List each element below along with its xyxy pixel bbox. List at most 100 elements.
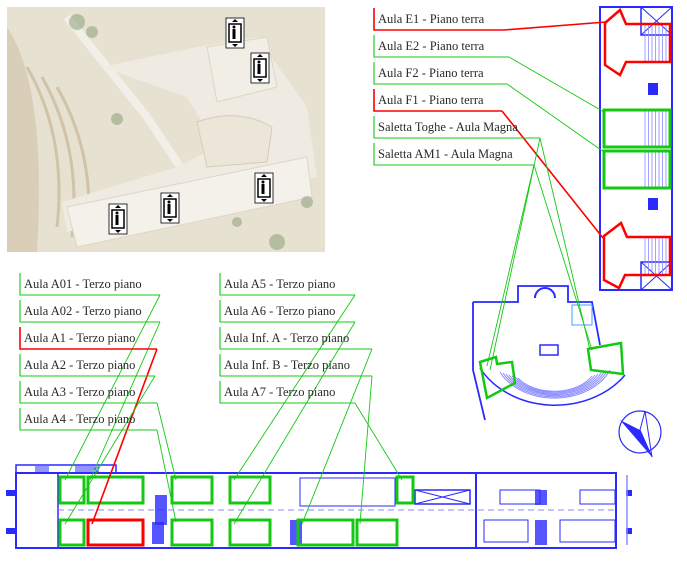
label-underline-aula-inf-a	[219, 327, 372, 350]
label-underline-aula-a7	[219, 381, 355, 404]
label-aula-a2[interactable]: Aula A2 - Terzo piano	[24, 358, 136, 372]
leader-line-aula-e2	[508, 56, 605, 113]
entrance-east	[626, 528, 632, 534]
service-cross	[414, 489, 471, 505]
label-saletta-am1[interactable]: Saletta AM1 - Aula Magna	[378, 147, 513, 161]
leader-line-aula-a3	[156, 402, 177, 481]
room-outline	[483, 519, 529, 543]
arrow-down-icon	[257, 79, 263, 82]
label-aula-e1[interactable]: Aula E1 - Piano terra	[378, 12, 485, 26]
service-room	[571, 304, 593, 326]
seating-arc	[511, 373, 599, 394]
person-head	[232, 25, 236, 29]
label-aula-a7[interactable]: Aula A7 - Terzo piano	[224, 385, 336, 399]
room-aula-a1[interactable]	[86, 518, 145, 547]
elevator-icon	[108, 203, 128, 235]
aula-magna-outline	[473, 285, 601, 346]
person-head	[257, 60, 261, 64]
leader-line-aula-a2	[64, 375, 156, 525]
person-body	[257, 64, 261, 74]
label-aula-f1[interactable]: Aula F1 - Piano terra	[378, 93, 484, 107]
entrance-west	[6, 528, 16, 534]
seating-arc	[517, 375, 593, 392]
label-aula-a4[interactable]: Aula A4 - Terzo piano	[24, 412, 136, 426]
entrance-east	[626, 490, 632, 496]
label-aula-a02[interactable]: Aula A02 - Terzo piano	[24, 304, 142, 318]
stair-core	[290, 520, 302, 545]
room-outline	[499, 489, 541, 505]
leader-line-aula-a7	[354, 402, 403, 481]
stage-dome	[534, 287, 556, 299]
label-underline-aula-inf-b	[219, 354, 372, 377]
label-aula-a5[interactable]: Aula A5 - Terzo piano	[224, 277, 336, 291]
leader-line-saletta-am1	[486, 164, 535, 367]
room-aula-a3[interactable]	[170, 475, 214, 505]
room-aula-a02[interactable]	[86, 475, 145, 505]
leader-line-aula-f2	[506, 83, 605, 153]
arrow-down-icon	[115, 230, 121, 233]
room-aula-a5[interactable]	[228, 475, 272, 505]
label-underline-aula-a1	[19, 327, 157, 350]
seating-arc	[514, 374, 596, 393]
stair-core	[535, 520, 547, 545]
arrow-up-icon	[167, 194, 173, 197]
room-aula-inf-a[interactable]	[296, 518, 355, 547]
room-outline	[579, 489, 616, 505]
leader-line-aula-inf-b	[359, 375, 373, 525]
building-east-outline	[599, 6, 673, 291]
aula-magna-outline	[472, 302, 486, 421]
label-underline-aula-a3	[19, 381, 157, 404]
label-aula-f2[interactable]: Aula F2 - Piano terra	[378, 66, 484, 80]
room-aula-a01[interactable]	[58, 475, 86, 505]
room-aula-e2	[602, 108, 672, 149]
elevator-symbol	[648, 198, 658, 210]
leader-line-saletta-toghe	[489, 137, 541, 371]
aerial-photo	[7, 7, 325, 252]
room-aula-a7[interactable]	[395, 475, 415, 505]
entrance-west	[6, 490, 16, 496]
label-underline-aula-e2	[373, 35, 509, 58]
elevator-icon	[225, 17, 245, 49]
arrow-down-icon	[261, 199, 267, 202]
label-saletta-toghe[interactable]: Saletta Toghe - Aula Magna	[378, 120, 518, 134]
north-arrow	[618, 410, 662, 458]
room-aula-inf-b[interactable]	[355, 518, 399, 547]
building-main-outline-east	[475, 472, 617, 549]
stair-cross	[640, 6, 673, 36]
compass-needle-outline	[639, 410, 653, 458]
leader-line-aula-f1	[501, 110, 604, 239]
label-aula-inf-b[interactable]: Aula Inf. B - Terzo piano	[224, 358, 350, 372]
aula-magna-plan	[472, 285, 626, 421]
label-aula-a3[interactable]: Aula A3 - Terzo piano	[24, 385, 136, 399]
label-aula-a01[interactable]: Aula A01 - Terzo piano	[24, 277, 142, 291]
elevator-icon	[160, 192, 180, 224]
leader-line-aula-a01	[64, 294, 161, 481]
arrow-down-icon	[167, 219, 173, 222]
label-aula-e2[interactable]: Aula E2 - Piano terra	[378, 39, 485, 53]
leader-line-saletta-am1	[533, 164, 593, 351]
elevator-icon-car	[163, 198, 177, 218]
leader-line-aula-a02	[89, 321, 161, 481]
room-aula-a4[interactable]	[170, 518, 214, 547]
leader-line-aula-inf-a	[301, 348, 373, 525]
elevator-icon-car	[257, 178, 271, 198]
room-outline	[299, 477, 396, 507]
elevator-symbol	[648, 83, 658, 95]
leader-line-aula-a4	[156, 429, 177, 523]
label-aula-a1[interactable]: Aula A1 - Terzo piano	[24, 331, 136, 345]
arrow-up-icon	[261, 174, 267, 177]
stair-core	[155, 495, 167, 525]
label-underline-aula-a01	[19, 273, 160, 296]
room-aula-f2	[602, 149, 672, 190]
label-aula-inf-a[interactable]: Aula Inf. A - Terzo piano	[224, 331, 350, 345]
leader-line-saletta-toghe	[539, 137, 591, 351]
person-head	[261, 180, 265, 184]
room-aula-a2[interactable]	[58, 518, 86, 547]
person-body	[232, 29, 236, 39]
leader-line-aula-a1	[91, 348, 158, 525]
elevator-icon	[254, 172, 274, 204]
room-aula-a6[interactable]	[228, 518, 272, 547]
label-aula-a6[interactable]: Aula A6 - Terzo piano	[224, 304, 336, 318]
label-underline-saletta-am1	[373, 143, 534, 166]
